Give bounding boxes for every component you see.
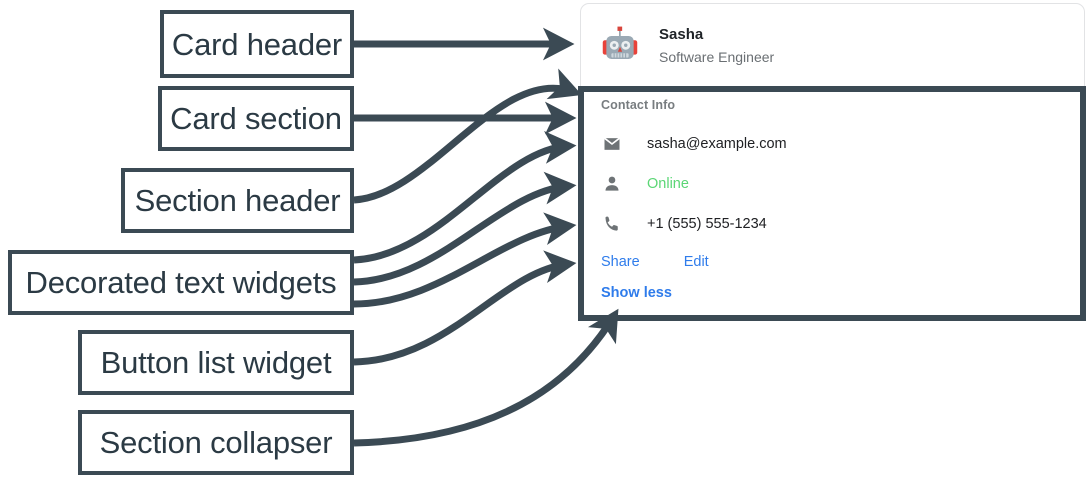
arrow-to-button-list — [353, 250, 577, 366]
decorated-text-widget-phone: +1 (555) 555-1234 — [601, 204, 1084, 244]
annotation-button-list-widget: Button list widget — [78, 330, 354, 395]
arrow-group — [353, 27, 619, 447]
show-less-button[interactable]: Show less — [601, 285, 672, 301]
annotation-card-header: Card header — [160, 10, 354, 78]
share-button[interactable]: Share — [601, 254, 640, 270]
decorated-text-value: +1 (555) 555-1234 — [647, 216, 767, 232]
card-header: Sasha Software Engineer — [581, 4, 1084, 78]
card-header-subtitle: Software Engineer — [659, 48, 775, 65]
annotation-label: Card header — [171, 26, 343, 62]
annotation-label: Button list widget — [100, 345, 332, 380]
robot-avatar-icon — [597, 23, 643, 69]
arrow-to-decorated-text-status — [353, 171, 577, 286]
annotation-label: Section collapser — [99, 425, 333, 460]
edit-button[interactable]: Edit — [683, 254, 709, 270]
annotation-label: Card section — [170, 101, 342, 136]
arrow-to-section-collapser — [353, 308, 619, 447]
annotation-section-collapser: Section collapser — [78, 410, 354, 475]
phone-icon — [601, 214, 623, 234]
decorated-text-value: sasha@example.com — [647, 136, 787, 152]
annotation-section-header: Section header — [121, 168, 354, 233]
annotation-label: Section header — [134, 183, 341, 218]
decorated-text-value: Online — [647, 176, 689, 192]
arrow-to-decorated-text-phone — [353, 212, 577, 308]
annotation-decorated-text-widgets: Decorated text widgets — [8, 250, 354, 315]
decorated-text-widget-status: Online — [601, 164, 1084, 204]
person-icon — [601, 174, 623, 194]
profile-card: Sasha Software Engineer Contact Info sas… — [580, 3, 1085, 317]
arrow-to-section-header — [353, 68, 582, 204]
card-header-title: Sasha — [659, 25, 704, 43]
decorated-text-widget-email: sasha@example.com — [601, 124, 1084, 164]
card-section: Contact Info sasha@example.com — [581, 78, 1084, 276]
button-list-widget: Share Edit — [601, 248, 1084, 276]
arrow-to-decorated-text-email — [353, 131, 577, 264]
annotation-card-section: Card section — [158, 86, 354, 151]
annotation-label: Decorated text widgets — [25, 265, 337, 300]
section-header: Contact Info — [601, 98, 676, 112]
card-header-text: Sasha Software Engineer — [659, 25, 774, 68]
section-collapser: Show less — [581, 284, 1084, 302]
email-icon — [601, 134, 623, 154]
